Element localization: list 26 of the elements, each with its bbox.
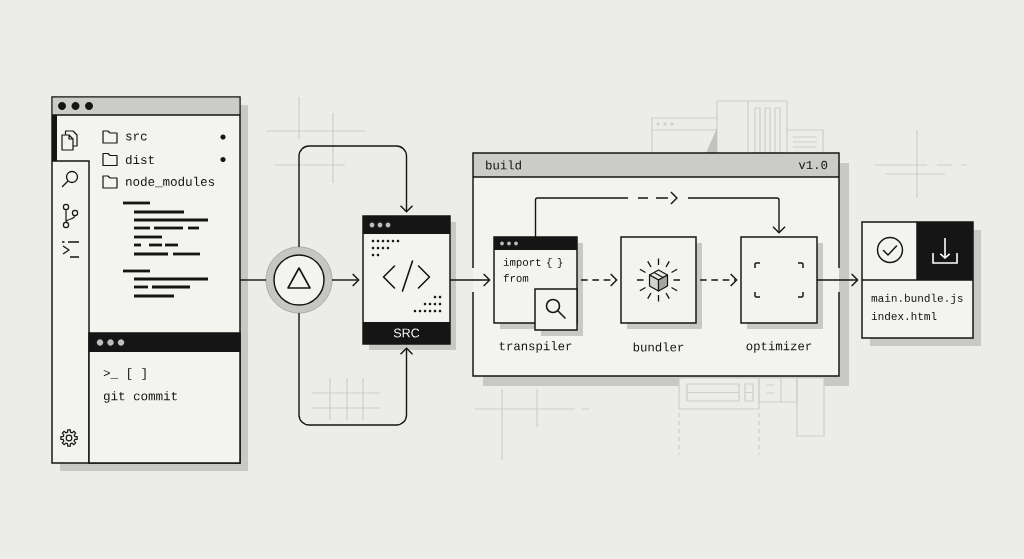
terminal-command: git commit	[103, 391, 177, 403]
folder-name: node_modules	[126, 176, 215, 188]
optimizer-box	[740, 236, 818, 324]
folder-name: dist	[125, 154, 154, 165]
connector	[239, 279, 267, 281]
caption-bar: SRC	[363, 322, 450, 344]
hub-circle	[265, 246, 333, 314]
file-name: main.bundle.js	[871, 293, 963, 305]
bundler-box	[620, 236, 697, 324]
node-caption: bundler	[633, 342, 684, 352]
node-caption: optimizer	[746, 341, 812, 353]
file-name: index.html	[871, 311, 937, 321]
folder-name: src	[126, 133, 147, 141]
dashed-arrow	[580, 273, 618, 287]
arrow	[534, 191, 786, 238]
version-label: v1.0	[798, 160, 828, 170]
arrow	[298, 312, 414, 426]
arrow	[331, 273, 360, 287]
arrow	[298, 145, 414, 248]
arrow	[449, 273, 491, 287]
panel-title: build	[486, 160, 521, 170]
code-snippet: import { } from	[503, 258, 563, 282]
node-caption: transpiler	[499, 341, 572, 353]
terminal-prompt: >_ [ ]	[103, 368, 146, 380]
dashed-arrow	[699, 273, 738, 287]
arrow	[816, 273, 859, 287]
